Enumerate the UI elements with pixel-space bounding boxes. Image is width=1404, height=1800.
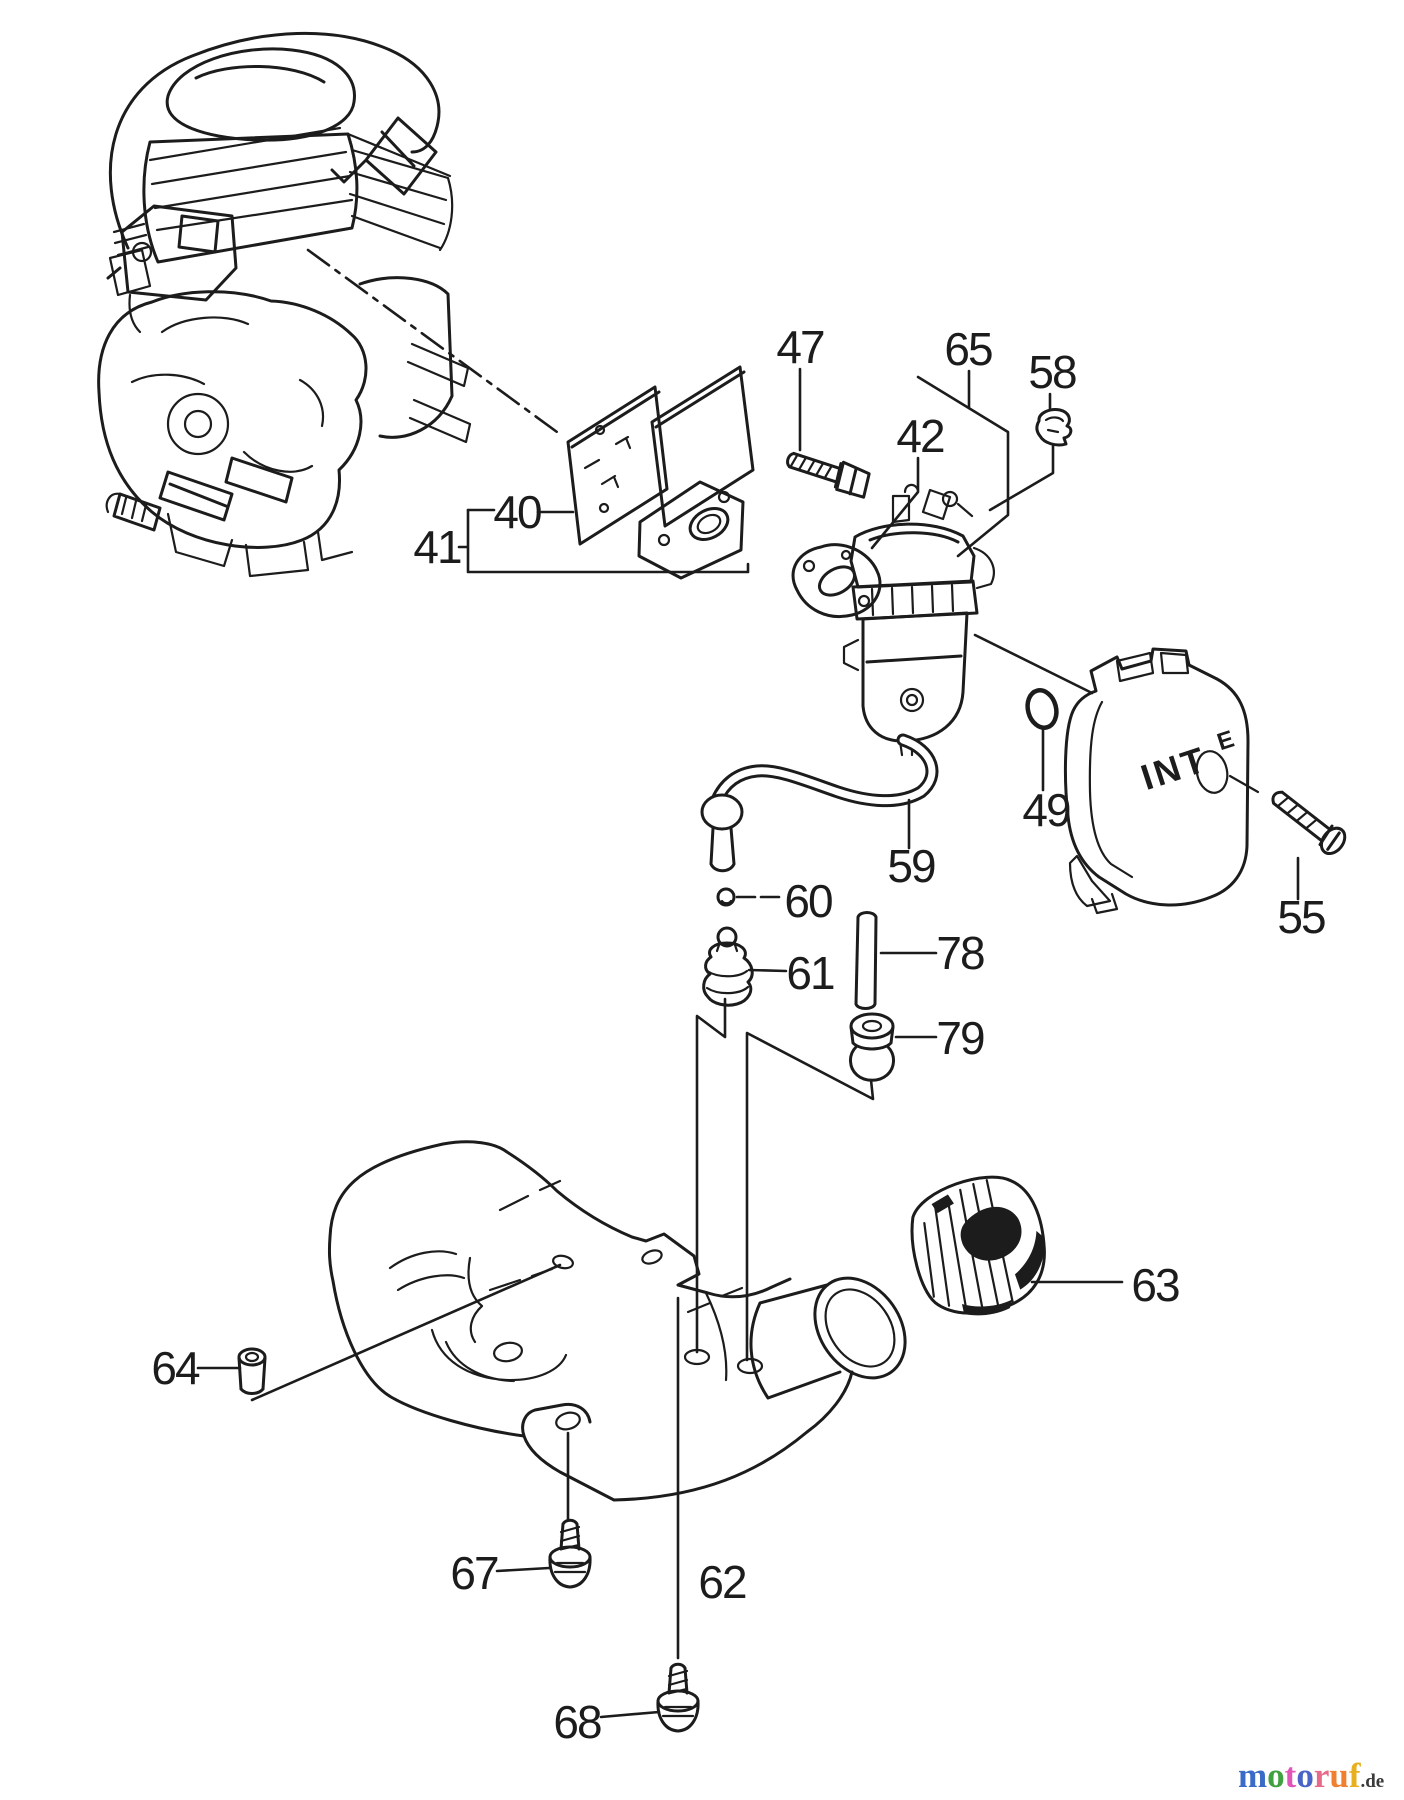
tank-foot-hole [555,1411,581,1431]
logo-letter-4: r [1313,1756,1330,1795]
tank-top-hole [552,1254,574,1270]
leader-42 [870,456,920,550]
ignition-coil [106,204,238,302]
emblem-oval [1195,750,1229,794]
leader-65-bracket [916,369,1010,558]
logo-letter-1: o [1267,1756,1285,1795]
part-label-49: 49 [1022,784,1070,836]
engine-assembly-drawing [97,31,472,578]
filler-neck [749,1276,907,1400]
part-label-68: 68 [553,1696,601,1748]
part-label-55: 55 [1277,891,1325,943]
part-label-62: 62 [698,1556,746,1608]
part-label-67: 67 [450,1547,498,1599]
part-label-60: 60 [784,875,832,927]
part-label-64: 64 [151,1342,200,1394]
part-label-40: 40 [493,486,541,538]
leader-41-bracket [457,508,750,574]
screw-47-drawing [786,451,871,499]
insulator-block [637,480,745,580]
grommet-64-drawing [237,1347,267,1395]
gasket-42-drawing [791,543,882,618]
leader-40 [466,508,575,514]
clip-58-drawing [1035,408,1073,447]
motoruf-logo: motoruf.de [1238,1756,1384,1796]
tank-face-hole [493,1341,523,1363]
screw-67-drawing [548,1518,592,1589]
part-label-78: 78 [936,927,984,979]
air-cleaner-e-text: E [1214,726,1238,757]
logo-letter-0: m [1238,1756,1268,1795]
fuel-tank-drawing [327,1140,907,1502]
part-label-65: 65 [944,323,992,375]
cylinder-fins [142,132,359,264]
intake-bracket [358,276,454,439]
leader-64 [196,1263,562,1402]
logo-letter-6: f [1348,1756,1361,1795]
tank-mount-hole-1 [683,1348,711,1366]
leader-68 [599,1710,661,1719]
part-label-61: 61 [786,947,834,999]
part-label-79: 79 [936,1012,984,1064]
fuel-pipe-59-drawing [700,733,939,873]
leader-filter-to-tank [695,997,727,1354]
logo-letter-2: t [1284,1756,1297,1795]
grommet-79-drawing [849,1012,895,1082]
spark-plug-wire [109,31,441,250]
part-number-labels: 40 41 42 47 49 55 58 59 60 61 62 63 64 6… [151,321,1327,1748]
fuel-cap-drawing [910,1175,1046,1316]
part-label-63: 63 [1131,1259,1179,1311]
tube-78-drawing [854,911,878,1010]
insulator-plates-drawing [566,365,755,580]
air-cleaner-cover-drawing: INT E [1063,647,1260,915]
part-label-41: 41 [413,521,461,573]
part-label-58: 58 [1028,346,1076,398]
leader-lines [196,367,1300,1719]
fuel-filter-61-drawing [702,926,754,1007]
chain-leader-line [306,248,559,434]
leader-67 [495,1431,570,1573]
leader-carb-to-aircleaner [973,633,1094,695]
logo-suffix: .de [1360,1771,1385,1792]
ball-60-drawing [716,887,736,907]
cylinder-head-cover [165,47,356,142]
screw-55-drawing [1271,790,1347,855]
logo-letter-3: o [1296,1756,1314,1795]
tank-bracket-hole [641,1249,663,1265]
part-label-59: 59 [887,840,935,892]
o-ring-49-drawing [1025,688,1059,730]
part-label-47: 47 [776,321,824,373]
crankcase [97,290,368,549]
air-cleaner-int-text: INT [1136,738,1212,798]
logo-letter-5: u [1329,1756,1349,1795]
part-label-42: 42 [896,410,944,462]
leader-grommet-to-tank [745,1031,875,1362]
leader-61 [747,968,788,973]
spark-plug [112,456,294,532]
carb-mount-studs [406,342,472,444]
tank-mount-hole-2 [736,1357,764,1375]
screw-68-drawing [656,1662,700,1733]
carburetor-drawing [842,483,995,757]
leader-58 [988,392,1055,512]
